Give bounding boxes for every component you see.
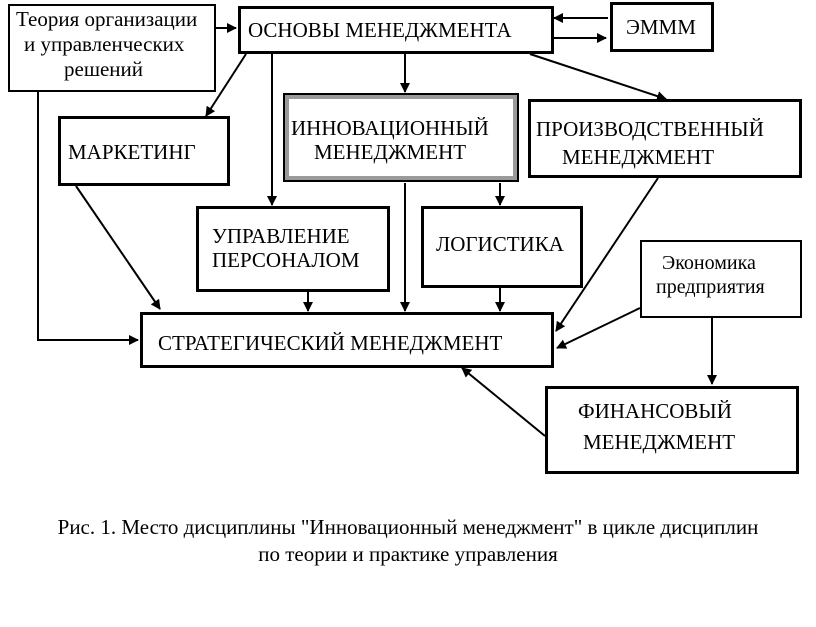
innov-line2: МЕНЕДЖМЕНТ <box>314 140 467 164</box>
financial-box <box>545 386 799 474</box>
logistics-label: ЛОГИСТИКА <box>436 232 564 256</box>
personnel-line1: УПРАВЛЕНИЕ <box>212 224 350 248</box>
financial-line1: ФИНАНСОВЫЙ <box>578 399 732 423</box>
osnovy-label: ОСНОВЫ МЕНЕДЖМЕНТА <box>248 18 512 42</box>
financial-line2: МЕНЕДЖМЕНТ <box>583 430 736 454</box>
figure-caption-line2: по теории и практике управления <box>258 542 558 566</box>
arrow-marketing-strategic <box>75 185 161 310</box>
theory-line3: решений <box>64 57 144 81</box>
arrow-osnovy-prod <box>529 53 667 101</box>
prod-line2: МЕНЕДЖМЕНТ <box>562 145 715 169</box>
prod-line1: ПРОИЗВОДСТВЕННЫЙ <box>536 117 764 141</box>
theory-line1: Теория организации <box>16 7 198 31</box>
osnovy-box <box>238 6 554 54</box>
figure-caption-line1: Рис. 1. Место дисциплины "Инновационный … <box>57 515 759 539</box>
prod-box <box>528 99 802 178</box>
strategic-box <box>140 312 554 368</box>
personnel-box <box>196 206 390 292</box>
arrow-theory-strategic <box>37 92 139 345</box>
marketing-box <box>58 116 230 186</box>
arrow-economics-strategic <box>556 307 641 349</box>
personnel-line2: ПЕРСОНАЛОМ <box>212 248 360 272</box>
economics-box <box>640 240 802 318</box>
arrow-financial-strategic <box>461 367 546 437</box>
logistics-box <box>421 206 583 288</box>
economics-line1: Экономика <box>662 252 756 274</box>
arrow-prod-strategic <box>555 177 659 332</box>
emmm-box <box>610 2 714 52</box>
theory-line2: и управленческих <box>24 32 185 56</box>
strategic-label: СТРАТЕГИЧЕСКИЙ МЕНЕДЖМЕНТ <box>158 331 503 355</box>
innov-box <box>283 93 519 182</box>
emmm-label: ЭММM <box>626 15 696 39</box>
marketing-label: МАРКЕТИНГ <box>68 140 196 164</box>
theory-box <box>8 4 216 92</box>
economics-line2: предприятия <box>656 276 765 298</box>
arrow-osnovy-marketing <box>205 53 247 117</box>
innov-line1: ИННОВАЦИОННЫЙ <box>291 116 489 140</box>
